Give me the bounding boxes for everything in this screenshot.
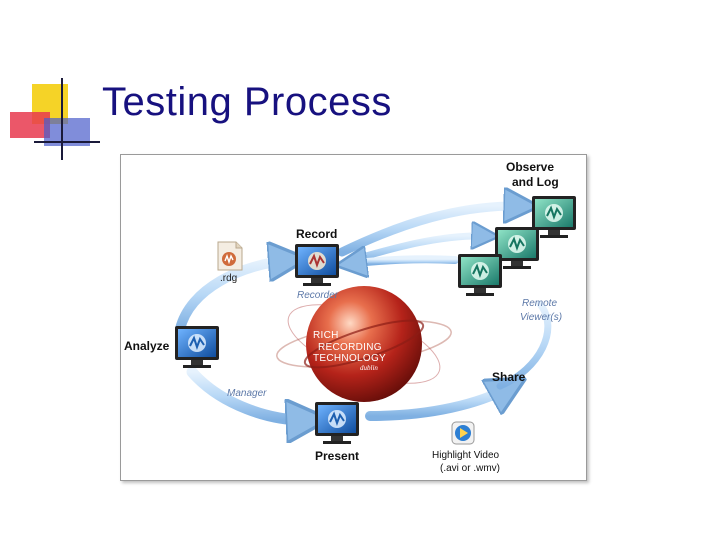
component-label-remote-line1: Remote — [522, 298, 557, 309]
arrow-viewer3-to-record — [348, 259, 459, 264]
present-monitor-icon — [315, 402, 359, 444]
component-label-manager: Manager — [227, 388, 267, 399]
rich-recording-sphere: RICH RECORDING TECHNOLOGY dublin — [276, 286, 452, 402]
remote-viewer-monitor-icon-3 — [458, 254, 502, 296]
arrow-record-to-observe — [337, 206, 525, 257]
testing-process-diagram: RICH RECORDING TECHNOLOGY dublin — [124, 160, 576, 474]
sphere-text-line2: RECORDING — [318, 342, 382, 353]
stage-label-record: Record — [296, 227, 337, 241]
sphere-tagline: dublin — [360, 364, 378, 372]
arrow-recorder-loop-right — [496, 300, 552, 390]
arrow-present-to-share — [365, 386, 512, 421]
remote-viewer-monitor-icon-1 — [532, 196, 576, 238]
record-monitor-icon — [295, 244, 339, 286]
video-label-line2: (.avi or .wmv) — [440, 463, 500, 474]
stage-label-observe-line2: and Log — [512, 175, 559, 189]
stage-label-observe-line1: Observe — [506, 160, 554, 174]
rdg-file-label: .rdg — [220, 273, 237, 284]
stage-label-share: Share — [492, 370, 526, 384]
remote-viewer-monitor-icon-2 — [495, 227, 539, 269]
arrow-analyze-to-record — [175, 260, 292, 334]
analyze-monitor-icon — [175, 326, 219, 368]
stage-label-analyze: Analyze — [124, 339, 170, 353]
arrow-analyze-to-present — [186, 366, 312, 420]
flow-arrows — [175, 206, 552, 421]
media-player-icon — [451, 421, 475, 445]
stage-label-present: Present — [315, 449, 359, 463]
component-label-remote-line2: Viewer(s) — [520, 312, 562, 323]
sphere-text-line3: TECHNOLOGY — [313, 353, 386, 364]
slide-title: Testing Process — [102, 80, 392, 124]
video-label-line1: Highlight Video — [432, 450, 500, 461]
rdg-file-icon — [217, 241, 243, 271]
title-decoration — [10, 78, 100, 160]
sphere-text-line1: RICH — [313, 330, 339, 341]
component-label-recorder: Recorder — [297, 290, 339, 301]
